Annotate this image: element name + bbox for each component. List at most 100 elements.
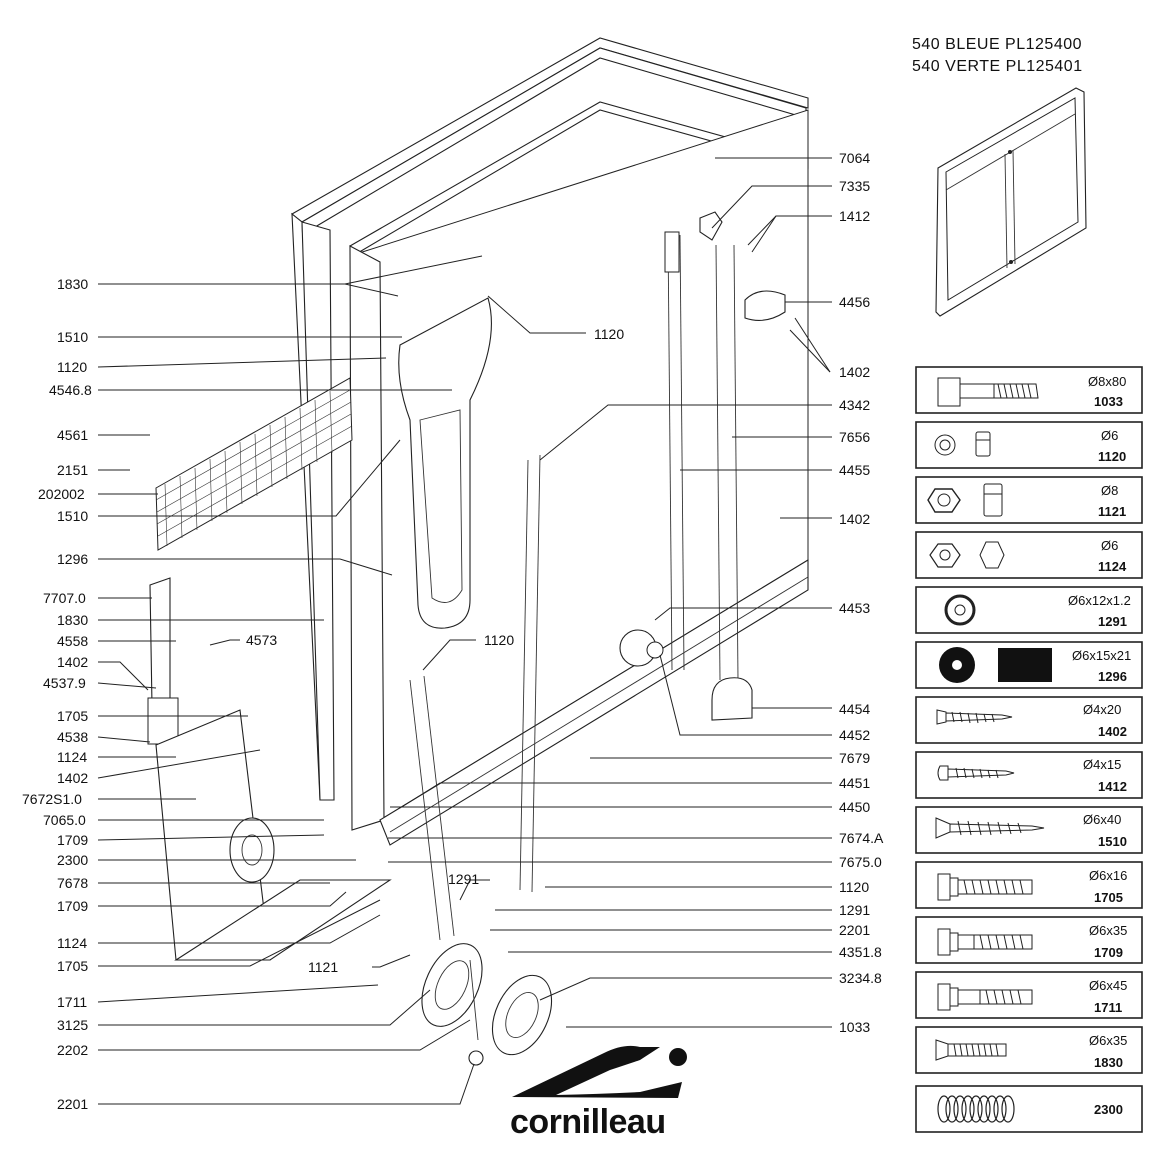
- hardware-ref: 2300: [1094, 1102, 1123, 1117]
- hardware-dim: Ø4x15: [1083, 757, 1121, 772]
- callout-7064: 7064: [839, 150, 870, 166]
- callout-4538: 4538: [57, 729, 88, 745]
- hardware-item-2300: 2300: [915, 1085, 1143, 1133]
- countersunk-bolt-icon: [935, 1039, 1007, 1061]
- hardware-item-1296: Ø6x15x21 1296: [915, 641, 1143, 689]
- brand-logo: cornilleau: [510, 1045, 687, 1141]
- callout-4456: 4456: [839, 294, 870, 310]
- hardware-ref: 1120: [1098, 449, 1126, 464]
- callout-7679: 7679: [839, 750, 870, 766]
- caster-wheel-right: [491, 974, 553, 1056]
- flange-nut-icon: [929, 541, 1005, 569]
- callout-7065: 7065.0: [43, 812, 86, 828]
- spacer-icon: [939, 647, 1052, 683]
- table-body-drawing: [147, 37, 809, 1066]
- callout-4351-8: 4351.8: [839, 944, 882, 960]
- callout-1709: 1709: [57, 898, 88, 914]
- hardware-item-1120: Ø6 1120: [915, 421, 1143, 469]
- spring-icon: [937, 1095, 1015, 1123]
- hardware-item-1711: Ø6x45 1711: [915, 971, 1143, 1019]
- callout-7674A: 7674.A: [839, 830, 884, 846]
- hardware-dim: Ø8: [1101, 483, 1118, 498]
- callout-1124: 1124: [57, 935, 87, 951]
- callout-1705: 1705: [57, 958, 88, 974]
- hardware-item-1510: Ø6x40 1510: [915, 806, 1143, 854]
- callout-7672S1: 7672S1.0: [22, 791, 82, 807]
- pan-screw-icon: [937, 765, 1015, 781]
- callout-202002: 202002: [38, 486, 85, 502]
- hardware-item-1412: Ø4x15 1412: [915, 751, 1143, 799]
- nut-small-icon: [934, 431, 991, 457]
- hardware-dim: Ø6x40: [1083, 812, 1121, 827]
- callout-1711: 1711: [57, 994, 87, 1010]
- callout-4561: 4561: [57, 427, 88, 443]
- hardware-dim: Ø6x16: [1089, 868, 1127, 883]
- callout-1709: 1709: [57, 832, 88, 848]
- hardware-ref: 1033: [1094, 394, 1123, 409]
- callout-4558: 4558: [57, 633, 88, 649]
- hardware-ref: 1291: [1098, 614, 1127, 629]
- callout-7656: 7656: [839, 429, 870, 445]
- hardware-ref: 1124: [1098, 559, 1127, 574]
- hardware-dim: Ø6x12x1.2: [1068, 593, 1131, 608]
- callout-7678: 7678: [57, 875, 88, 891]
- callout-4537-9: 4537.9: [43, 675, 86, 691]
- callout-1830: 1830: [57, 276, 88, 292]
- hardware-item-1709: Ø6x35 1709: [915, 916, 1143, 964]
- callout-2151: 2151: [57, 462, 88, 478]
- callout-1291: 1291: [839, 902, 870, 918]
- hardware-dim: Ø4x20: [1083, 702, 1121, 717]
- hardware-ref: 1830: [1094, 1055, 1123, 1070]
- brand-swoosh-icon: [512, 1045, 682, 1098]
- callout-1705: 1705: [57, 708, 88, 724]
- hardware-item-1121: Ø8 1121: [915, 476, 1143, 524]
- callout-4546-8: 4546.8: [49, 382, 92, 398]
- hardware-dim: Ø6x35: [1089, 1033, 1127, 1048]
- hardware-ref: 1412: [1098, 779, 1127, 794]
- hardware-item-1830: Ø6x35 1830: [915, 1026, 1143, 1074]
- hardware-ref: 1402: [1098, 724, 1127, 739]
- bolt-long-icon: [937, 377, 1039, 407]
- callout-2202: 2202: [57, 1042, 88, 1058]
- callout-7707: 7707.0: [43, 590, 86, 606]
- callout-1412: 1412: [839, 208, 870, 224]
- callout-1120: 1120: [594, 326, 624, 342]
- callout-1402: 1402: [839, 511, 870, 527]
- callout-1124: 1124: [57, 749, 87, 765]
- hardware-ref: 1705: [1094, 890, 1123, 905]
- hex-bolt-short-icon: [937, 873, 1033, 901]
- model-line-blue: 540 BLEUE PL125400: [912, 36, 1082, 53]
- callout-7335: 7335: [839, 178, 870, 194]
- hardware-ref: 1121: [1098, 504, 1126, 519]
- table-thumbnail: [935, 87, 1087, 317]
- callout-labels: 7064 7335 1412 1120 4456 1402 4342 7656 …: [22, 150, 884, 1112]
- hardware-dim: Ø6x45: [1089, 978, 1127, 993]
- hardware-item-1033: Ø8x80 1033: [915, 366, 1143, 414]
- hardware-ref: 1711: [1094, 1000, 1122, 1015]
- callout-4454: 4454: [839, 701, 870, 717]
- hardware-item-1402: Ø4x20 1402: [915, 696, 1143, 744]
- hardware-ref: 1510: [1098, 834, 1127, 849]
- hardware-dim: Ø6x35: [1089, 923, 1127, 938]
- callout-2201: 2201: [57, 1096, 88, 1112]
- hardware-item-1124: Ø6 1124: [915, 531, 1143, 579]
- callout-1291: 1291: [448, 871, 479, 887]
- hardware-dim: Ø6: [1101, 428, 1118, 443]
- callout-1120: 1120: [57, 359, 87, 375]
- hex-bolt-medium-icon: [937, 928, 1033, 956]
- hardware-dim: Ø6x15x21: [1072, 648, 1131, 663]
- callout-1510: 1510: [57, 508, 88, 524]
- net: [155, 377, 353, 551]
- callout-1121: 1121: [308, 959, 338, 975]
- callout-1296: 1296: [57, 551, 88, 567]
- callout-1120: 1120: [839, 879, 869, 895]
- callout-7675: 7675.0: [839, 854, 882, 870]
- callout-1402: 1402: [57, 770, 88, 786]
- leader-lines: [97, 157, 832, 1105]
- wood-screw-icon: [936, 709, 1013, 725]
- callout-4450: 4450: [839, 799, 870, 815]
- callout-1120: 1120: [484, 632, 514, 648]
- callout-1402: 1402: [839, 364, 870, 380]
- hardware-dim: Ø6: [1101, 538, 1118, 553]
